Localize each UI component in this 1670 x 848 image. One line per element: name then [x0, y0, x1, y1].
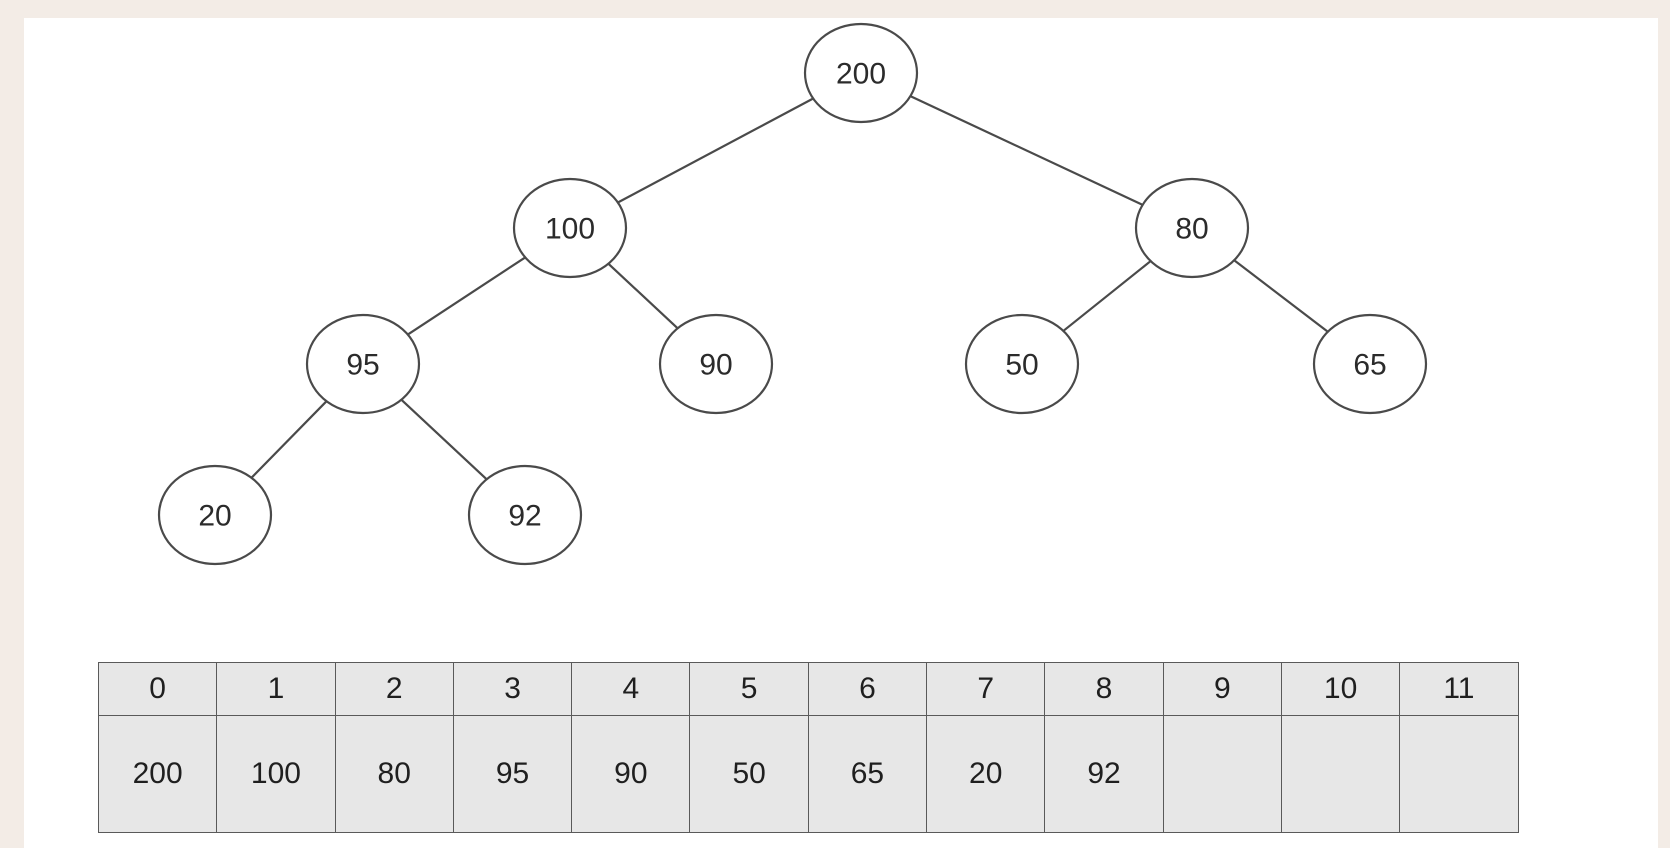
- array-index-cell: 2: [334, 662, 454, 716]
- tree-node-label: 100: [545, 213, 595, 246]
- array-value-cell[interactable]: 80: [334, 715, 454, 833]
- tree-edge: [250, 400, 328, 479]
- tree-node-circle: [512, 177, 628, 279]
- tree-node-circle: [658, 313, 774, 415]
- tree-edge: [909, 95, 1144, 206]
- tree-node[interactable]: 50: [964, 313, 1080, 415]
- tree-edge: [1233, 259, 1329, 333]
- tree-node[interactable]: 92: [467, 464, 583, 566]
- array-index-cell: 6: [807, 662, 928, 716]
- array-value-cell[interactable]: 90: [571, 715, 691, 833]
- tree-node-circle: [157, 464, 273, 566]
- tree-node-label: 50: [1005, 349, 1038, 382]
- tree-node-circle: [1312, 313, 1428, 415]
- tree-edges-group: [250, 95, 1329, 481]
- tree-edge: [400, 398, 488, 481]
- tree-node-circle: [305, 313, 421, 415]
- tree-nodes-group: 200 100 80 95 90 50 65 20 92: [157, 22, 1428, 566]
- array-value-cell[interactable]: 100: [216, 715, 336, 833]
- array-value-cell[interactable]: 200: [97, 715, 218, 833]
- tree-node-label: 92: [508, 500, 541, 533]
- array-index-cell: 3: [452, 662, 573, 716]
- tree-edge: [1062, 260, 1152, 332]
- array-value-cell[interactable]: 92: [1044, 715, 1164, 833]
- array-index-cell: 5: [689, 662, 809, 716]
- array-index-cell: 8: [1044, 662, 1164, 716]
- tree-node[interactable]: 100: [512, 177, 628, 279]
- tree-node-label: 80: [1175, 213, 1208, 246]
- tree-edge: [617, 97, 814, 204]
- tree-node-label: 95: [346, 349, 379, 382]
- tree-node-label: 90: [699, 349, 732, 382]
- array-index-cell: 4: [571, 662, 691, 716]
- array-value-cell[interactable]: 50: [689, 715, 809, 833]
- tree-node[interactable]: 80: [1134, 177, 1250, 279]
- tree-node-circle: [467, 464, 583, 566]
- array-value-cell[interactable]: [1280, 715, 1401, 833]
- tree-node-label: 65: [1353, 349, 1386, 382]
- array-index-cell: 9: [1162, 662, 1282, 716]
- array-index-cell: 10: [1280, 662, 1401, 716]
- array-value-cell[interactable]: [1162, 715, 1282, 833]
- tree-node-label: 200: [836, 58, 886, 91]
- tree-edge: [407, 256, 526, 336]
- array-index-cell: 0: [97, 662, 218, 716]
- array-index-cell: 11: [1399, 662, 1519, 716]
- tree-node[interactable]: 65: [1312, 313, 1428, 415]
- binary-tree-diagram: 200 100 80 95 90 50 65 20 92: [157, 22, 1428, 566]
- tree-node-label: 20: [198, 500, 231, 533]
- array-value-cell[interactable]: 20: [926, 715, 1046, 833]
- tree-node-circle: [1134, 177, 1250, 279]
- array-index-cell: 1: [216, 662, 336, 716]
- array-value-cell[interactable]: [1399, 715, 1519, 833]
- tree-node[interactable]: 200: [803, 22, 919, 124]
- tree-node[interactable]: 90: [658, 313, 774, 415]
- tree-node-circle: [964, 313, 1080, 415]
- array-value-cell[interactable]: 65: [807, 715, 928, 833]
- tree-node[interactable]: 20: [157, 464, 273, 566]
- tree-node-circle: [803, 22, 919, 124]
- array-index-cell: 7: [926, 662, 1046, 716]
- tree-edge: [607, 262, 679, 330]
- array-value-cell[interactable]: 95: [452, 715, 573, 833]
- tree-node[interactable]: 95: [305, 313, 421, 415]
